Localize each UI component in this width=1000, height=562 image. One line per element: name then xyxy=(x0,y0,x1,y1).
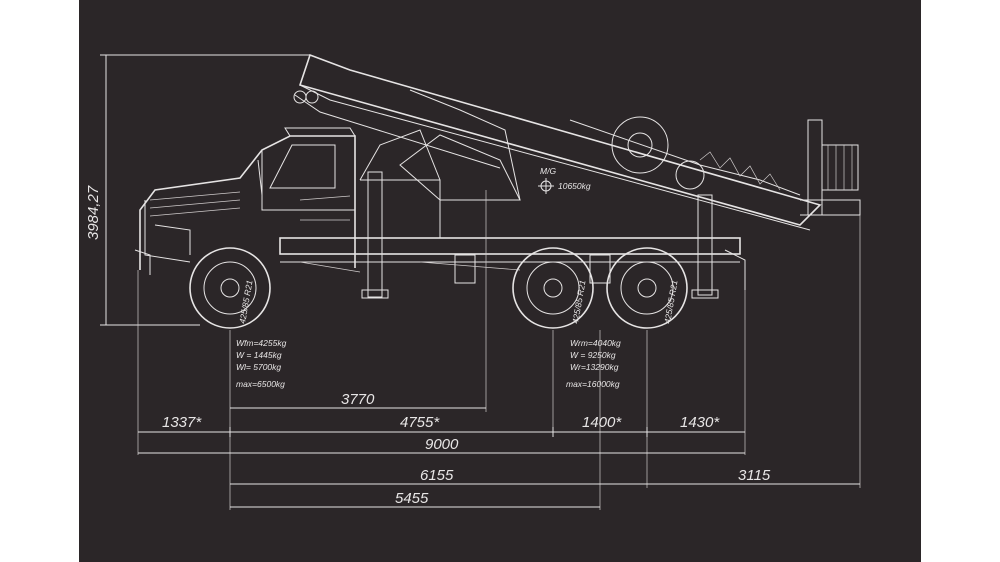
dimension-labels: 3770 1337* 4755* 1400* 1430* 9000 6155 3… xyxy=(162,391,771,507)
rear-wm: Wrm=4040kg xyxy=(570,338,621,348)
front-wm: Wfm=4255kg xyxy=(236,338,287,348)
ladder-boom xyxy=(293,53,822,231)
dim-3770: 3770 xyxy=(341,391,375,408)
cg-weight: 10650kg xyxy=(558,181,591,191)
dim-9000: 9000 xyxy=(425,436,459,453)
outriggers xyxy=(361,171,746,299)
dim-6155: 6155 xyxy=(420,467,454,484)
center-of-gravity: M/G 10650kg xyxy=(538,166,591,194)
dim-1400: 1400* xyxy=(582,414,622,431)
dim-3115: 3115 xyxy=(738,467,771,484)
front-wl: Wl= 5700kg xyxy=(236,362,281,372)
front-w: W = 1445kg xyxy=(236,350,282,360)
rear-tire-size-1: 425/85 R21 xyxy=(570,279,588,324)
front-wheel xyxy=(189,247,271,329)
truck-cab xyxy=(134,127,356,275)
cg-label: M/G xyxy=(540,166,556,176)
drawing-sheet xyxy=(79,0,921,562)
rear-wheel-2 xyxy=(606,247,688,329)
rear-wheel-1 xyxy=(512,247,594,329)
front-axle-loads: Wfm=4255kg W = 1445kg Wl= 5700kg max=650… xyxy=(236,338,287,389)
dim-1337: 1337* xyxy=(162,414,202,431)
rear-wl: Wr=13290kg xyxy=(570,362,619,372)
dim-1430: 1430* xyxy=(680,414,720,431)
extension-lines xyxy=(137,190,861,510)
dim-4755: 4755* xyxy=(400,414,440,431)
rear-axle-loads: Wrm=4040kg W = 9250kg Wr=13290kg max=160… xyxy=(566,338,621,389)
front-max: max=6500kg xyxy=(236,379,285,389)
chassis-frame xyxy=(279,179,741,284)
height-dimension: 3984,27 xyxy=(85,54,310,326)
rescue-basket xyxy=(800,119,861,216)
rear-w: W = 9250kg xyxy=(570,350,616,360)
rear-max: max=16000kg xyxy=(566,379,620,389)
dim-5455: 5455 xyxy=(395,490,429,507)
height-dim-label: 3984,27 xyxy=(85,185,102,240)
rear-tire-size-2: 425/85 R21 xyxy=(662,279,680,324)
dimension-lines xyxy=(138,407,860,508)
